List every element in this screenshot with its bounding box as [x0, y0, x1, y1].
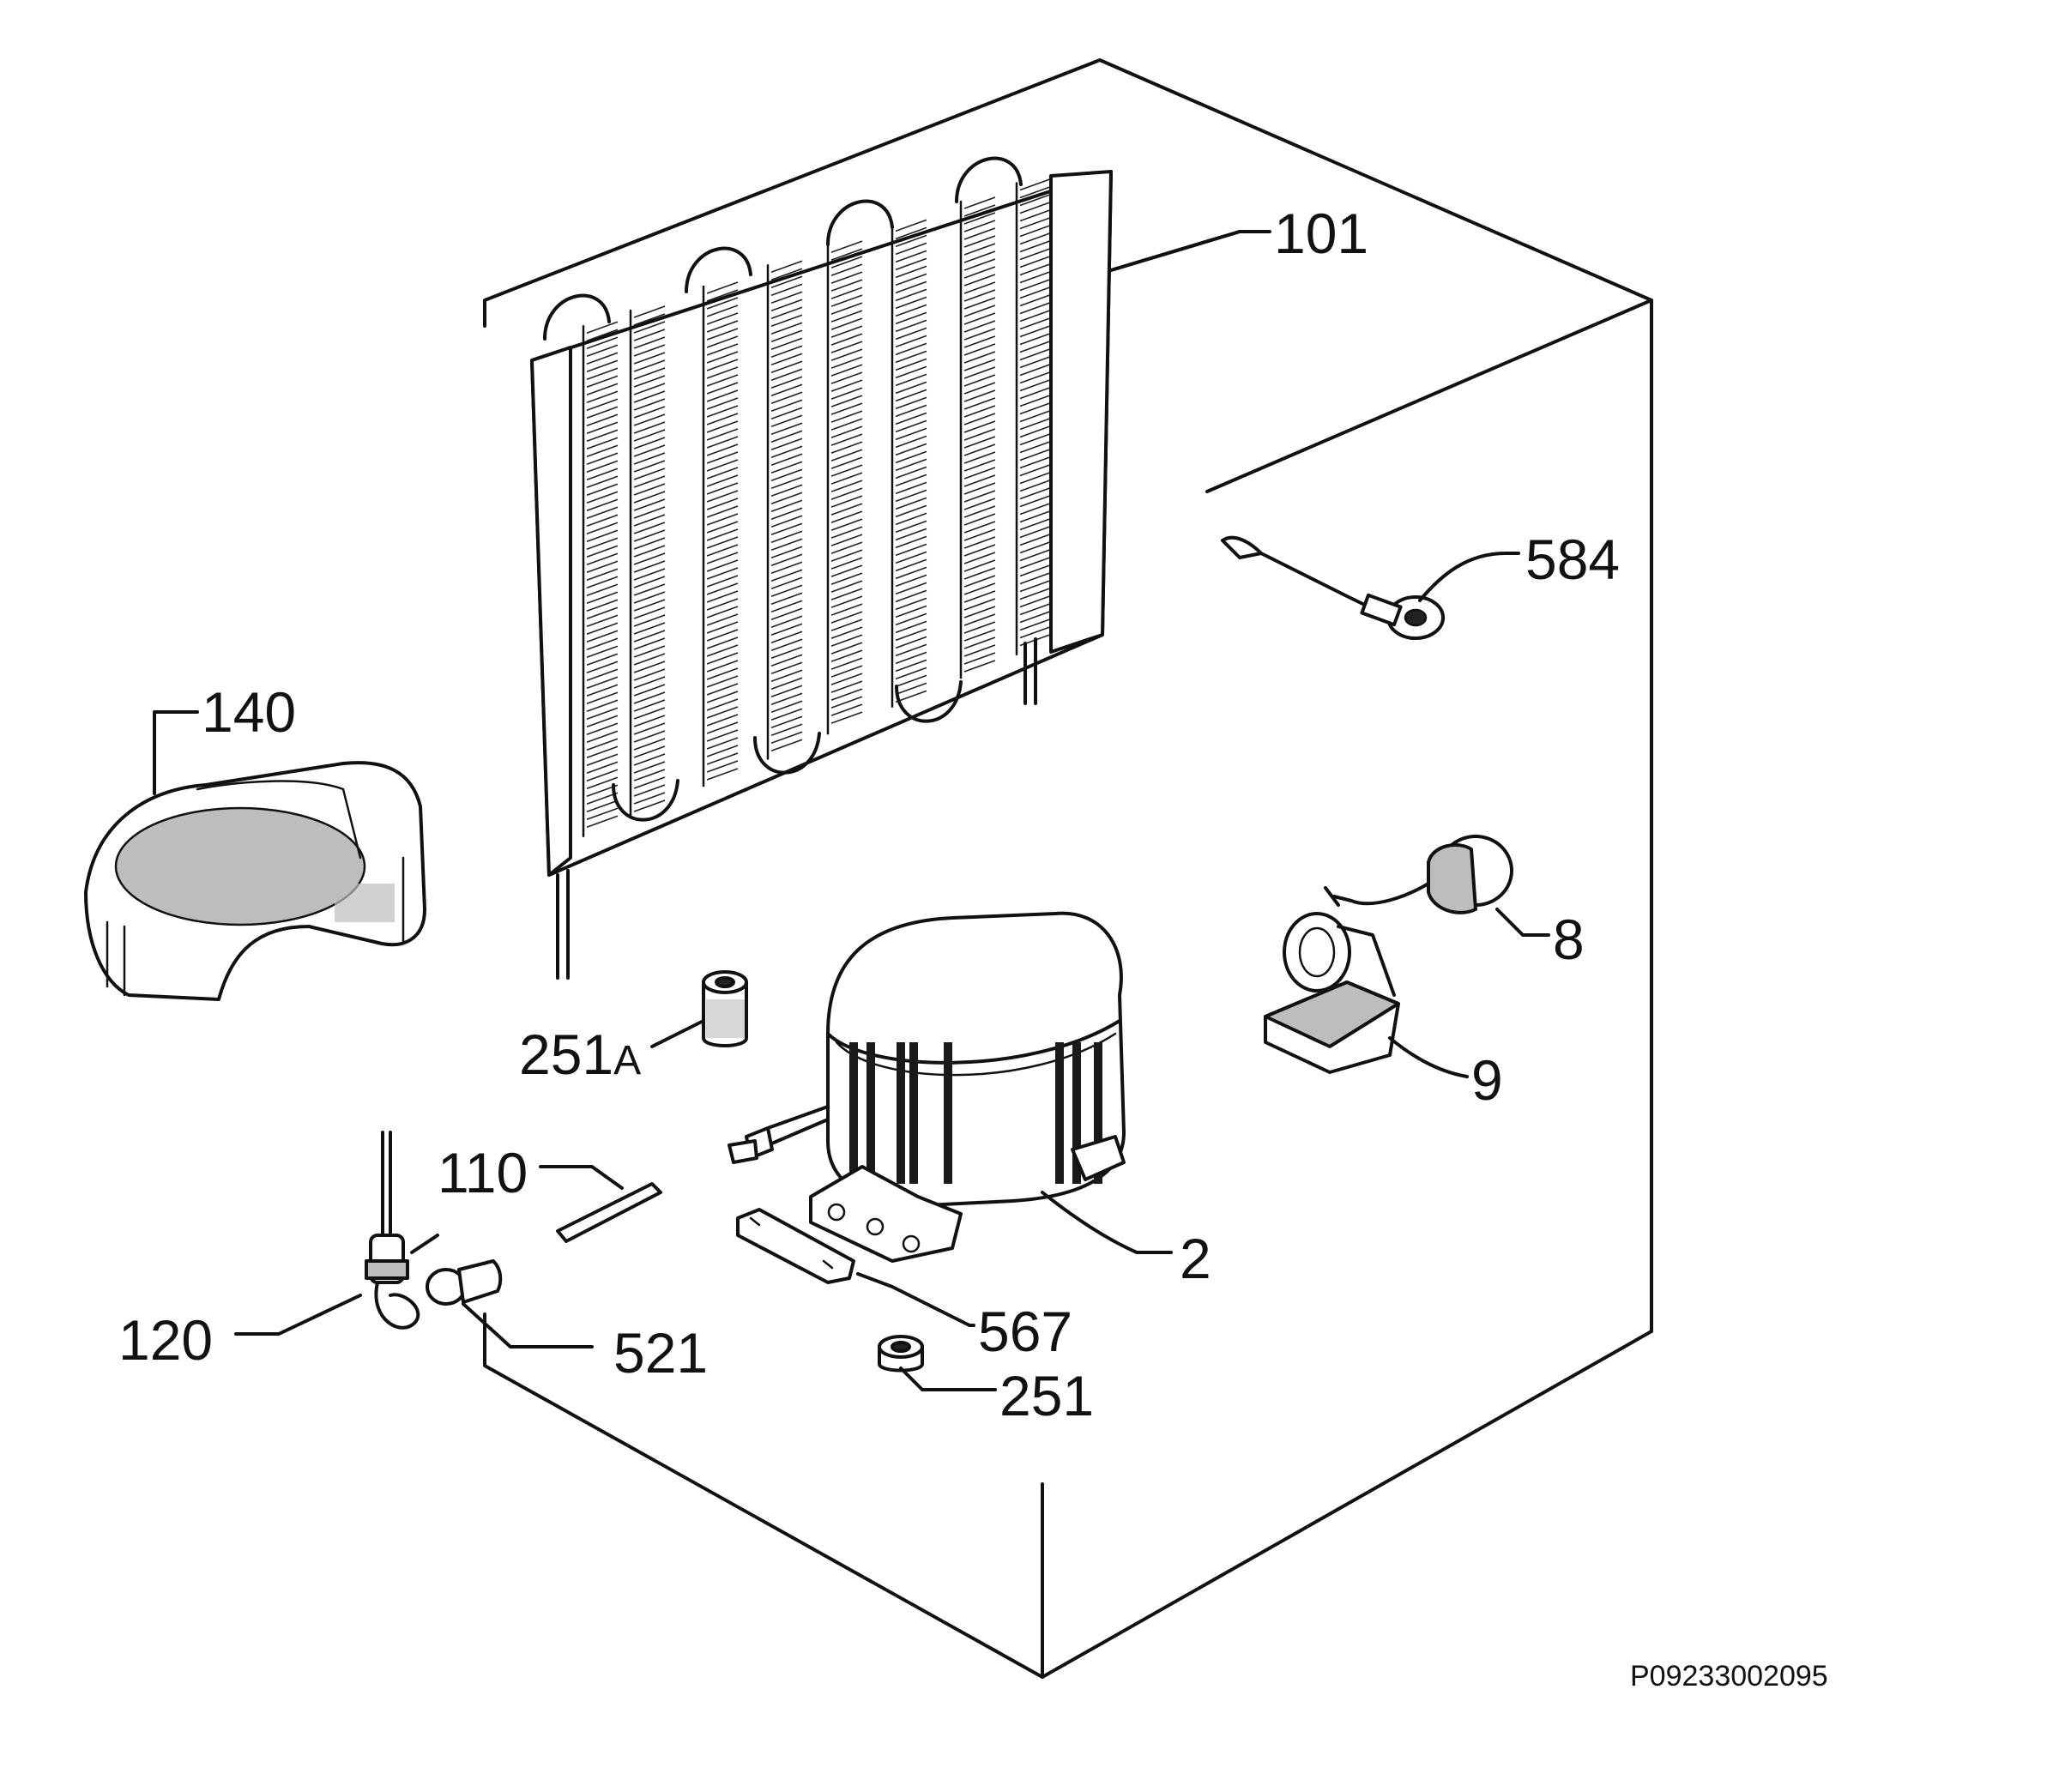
label-2: 2: [1180, 1227, 1211, 1290]
label-9: 9: [1471, 1048, 1503, 1112]
label-110: 110: [438, 1141, 528, 1204]
compressor-drawing: [728, 911, 1126, 1263]
sensor-drawing: [1221, 535, 1445, 640]
label-120: 120: [118, 1308, 213, 1372]
label-584: 584: [1525, 528, 1620, 591]
mounting-plate-drawing: [736, 1208, 855, 1284]
condenser-drawing: [530, 156, 1241, 980]
drip-tray-drawing: [84, 761, 426, 1001]
grommet-large-drawing: [702, 970, 748, 1047]
leader-lines: [153, 230, 1550, 1391]
label-251a-number: 251: [519, 1023, 613, 1086]
label-251a-suffix: A: [613, 1038, 641, 1083]
label-521: 521: [613, 1321, 708, 1385]
label-8: 8: [1553, 908, 1585, 971]
valve-drawing: [365, 1131, 439, 1330]
drawing-code: P09233002095: [1630, 1660, 1828, 1692]
label-251a: 251A: [519, 1023, 641, 1086]
overload-drawing: [1324, 835, 1513, 914]
tube-drawing: [556, 1182, 662, 1243]
label-140: 140: [202, 680, 296, 744]
cap-drawing: [426, 1259, 503, 1306]
label-251: 251: [999, 1364, 1094, 1427]
label-101: 101: [1274, 202, 1368, 265]
grommet-small-drawing: [878, 1335, 924, 1373]
relay-drawing: [1264, 912, 1400, 1074]
label-567: 567: [978, 1300, 1072, 1363]
condenser-fins: [582, 178, 1052, 838]
